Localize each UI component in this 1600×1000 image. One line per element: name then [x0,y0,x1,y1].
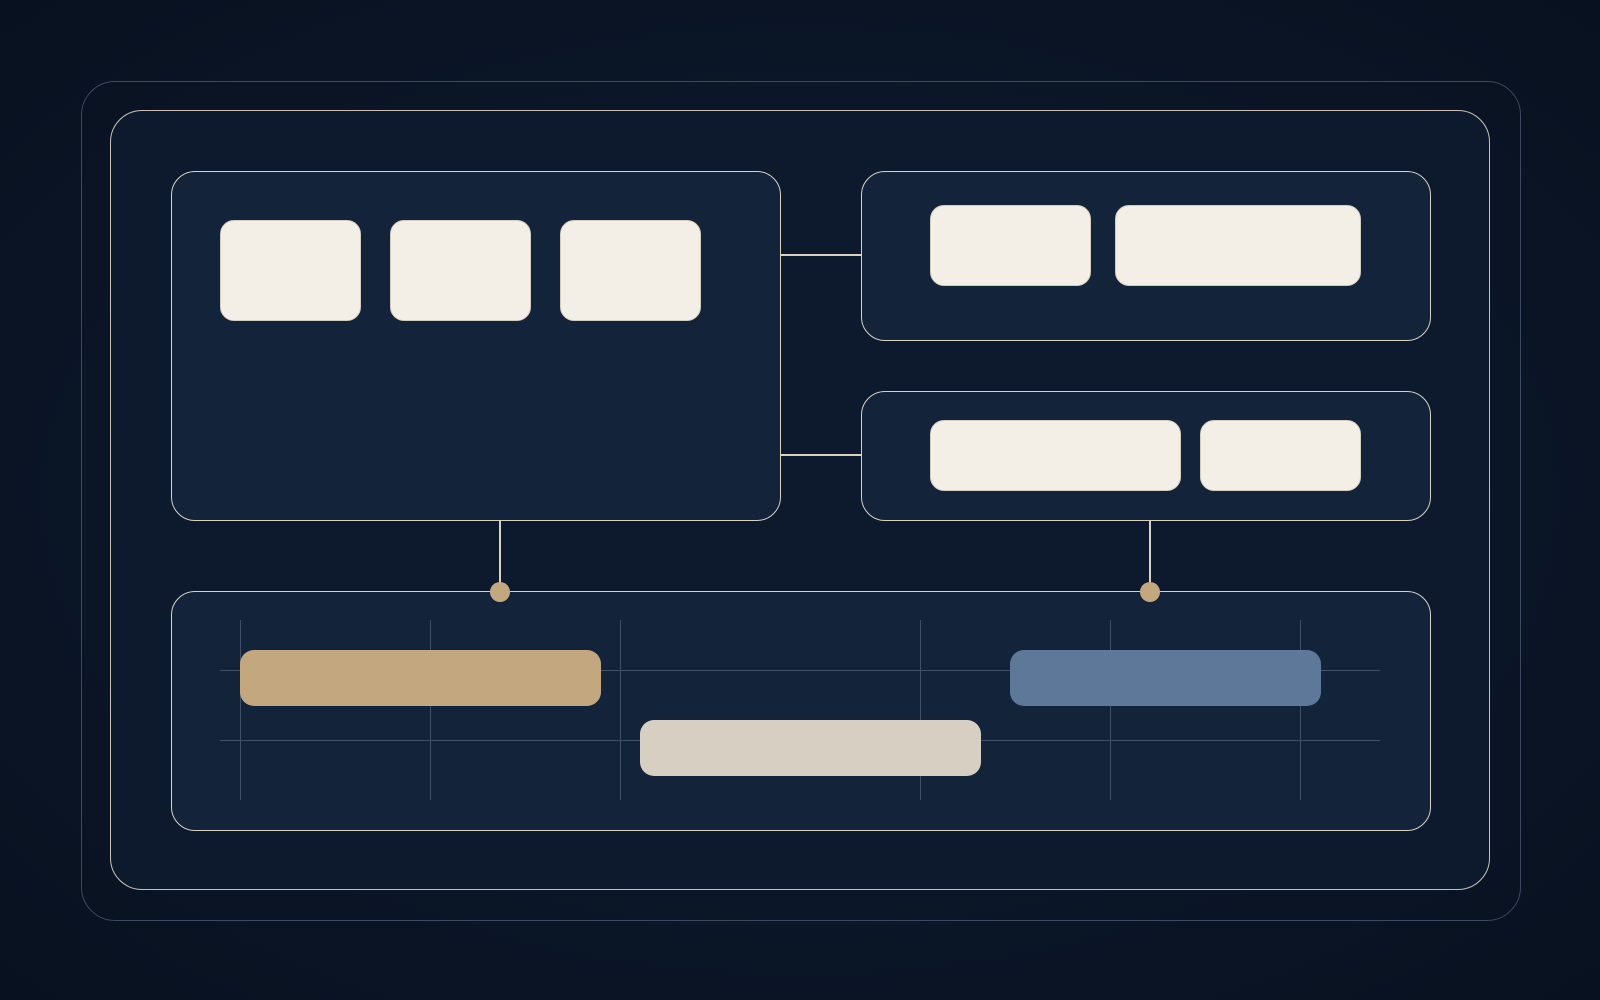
mid-panel-tile-2 [1200,420,1361,491]
connector-mid-to-timeline [1149,521,1151,591]
connector-main-to-top-panel [781,254,861,256]
timeline-grid-vline-3 [620,620,621,800]
timeline-grid-vline-5 [1110,620,1111,800]
timeline-bar-cream [640,720,981,776]
top-panel-tile-1 [930,205,1091,286]
timeline-grid-vline-6 [1300,620,1301,800]
mid-panel-tile-1 [930,420,1181,491]
timeline-grid-hline-1 [220,670,1380,671]
connector-dot-right [1140,582,1160,602]
connector-main-to-timeline [499,521,501,591]
main-panel-tile-1 [220,220,361,321]
timeline-grid-vline-1 [240,620,241,800]
main-panel-tile-3 [560,220,701,321]
timeline-bar-blue [1010,650,1321,706]
connector-dot-left [490,582,510,602]
top-panel-tile-2 [1115,205,1361,286]
timeline-grid-vline-4 [920,620,921,800]
timeline-bar-gold [240,650,601,706]
outer-frame [81,81,1521,921]
timeline-grid-vline-2 [430,620,431,800]
main-panel-tile-2 [390,220,531,321]
connector-main-to-mid-panel [781,454,861,456]
timeline-panel [171,591,1431,831]
